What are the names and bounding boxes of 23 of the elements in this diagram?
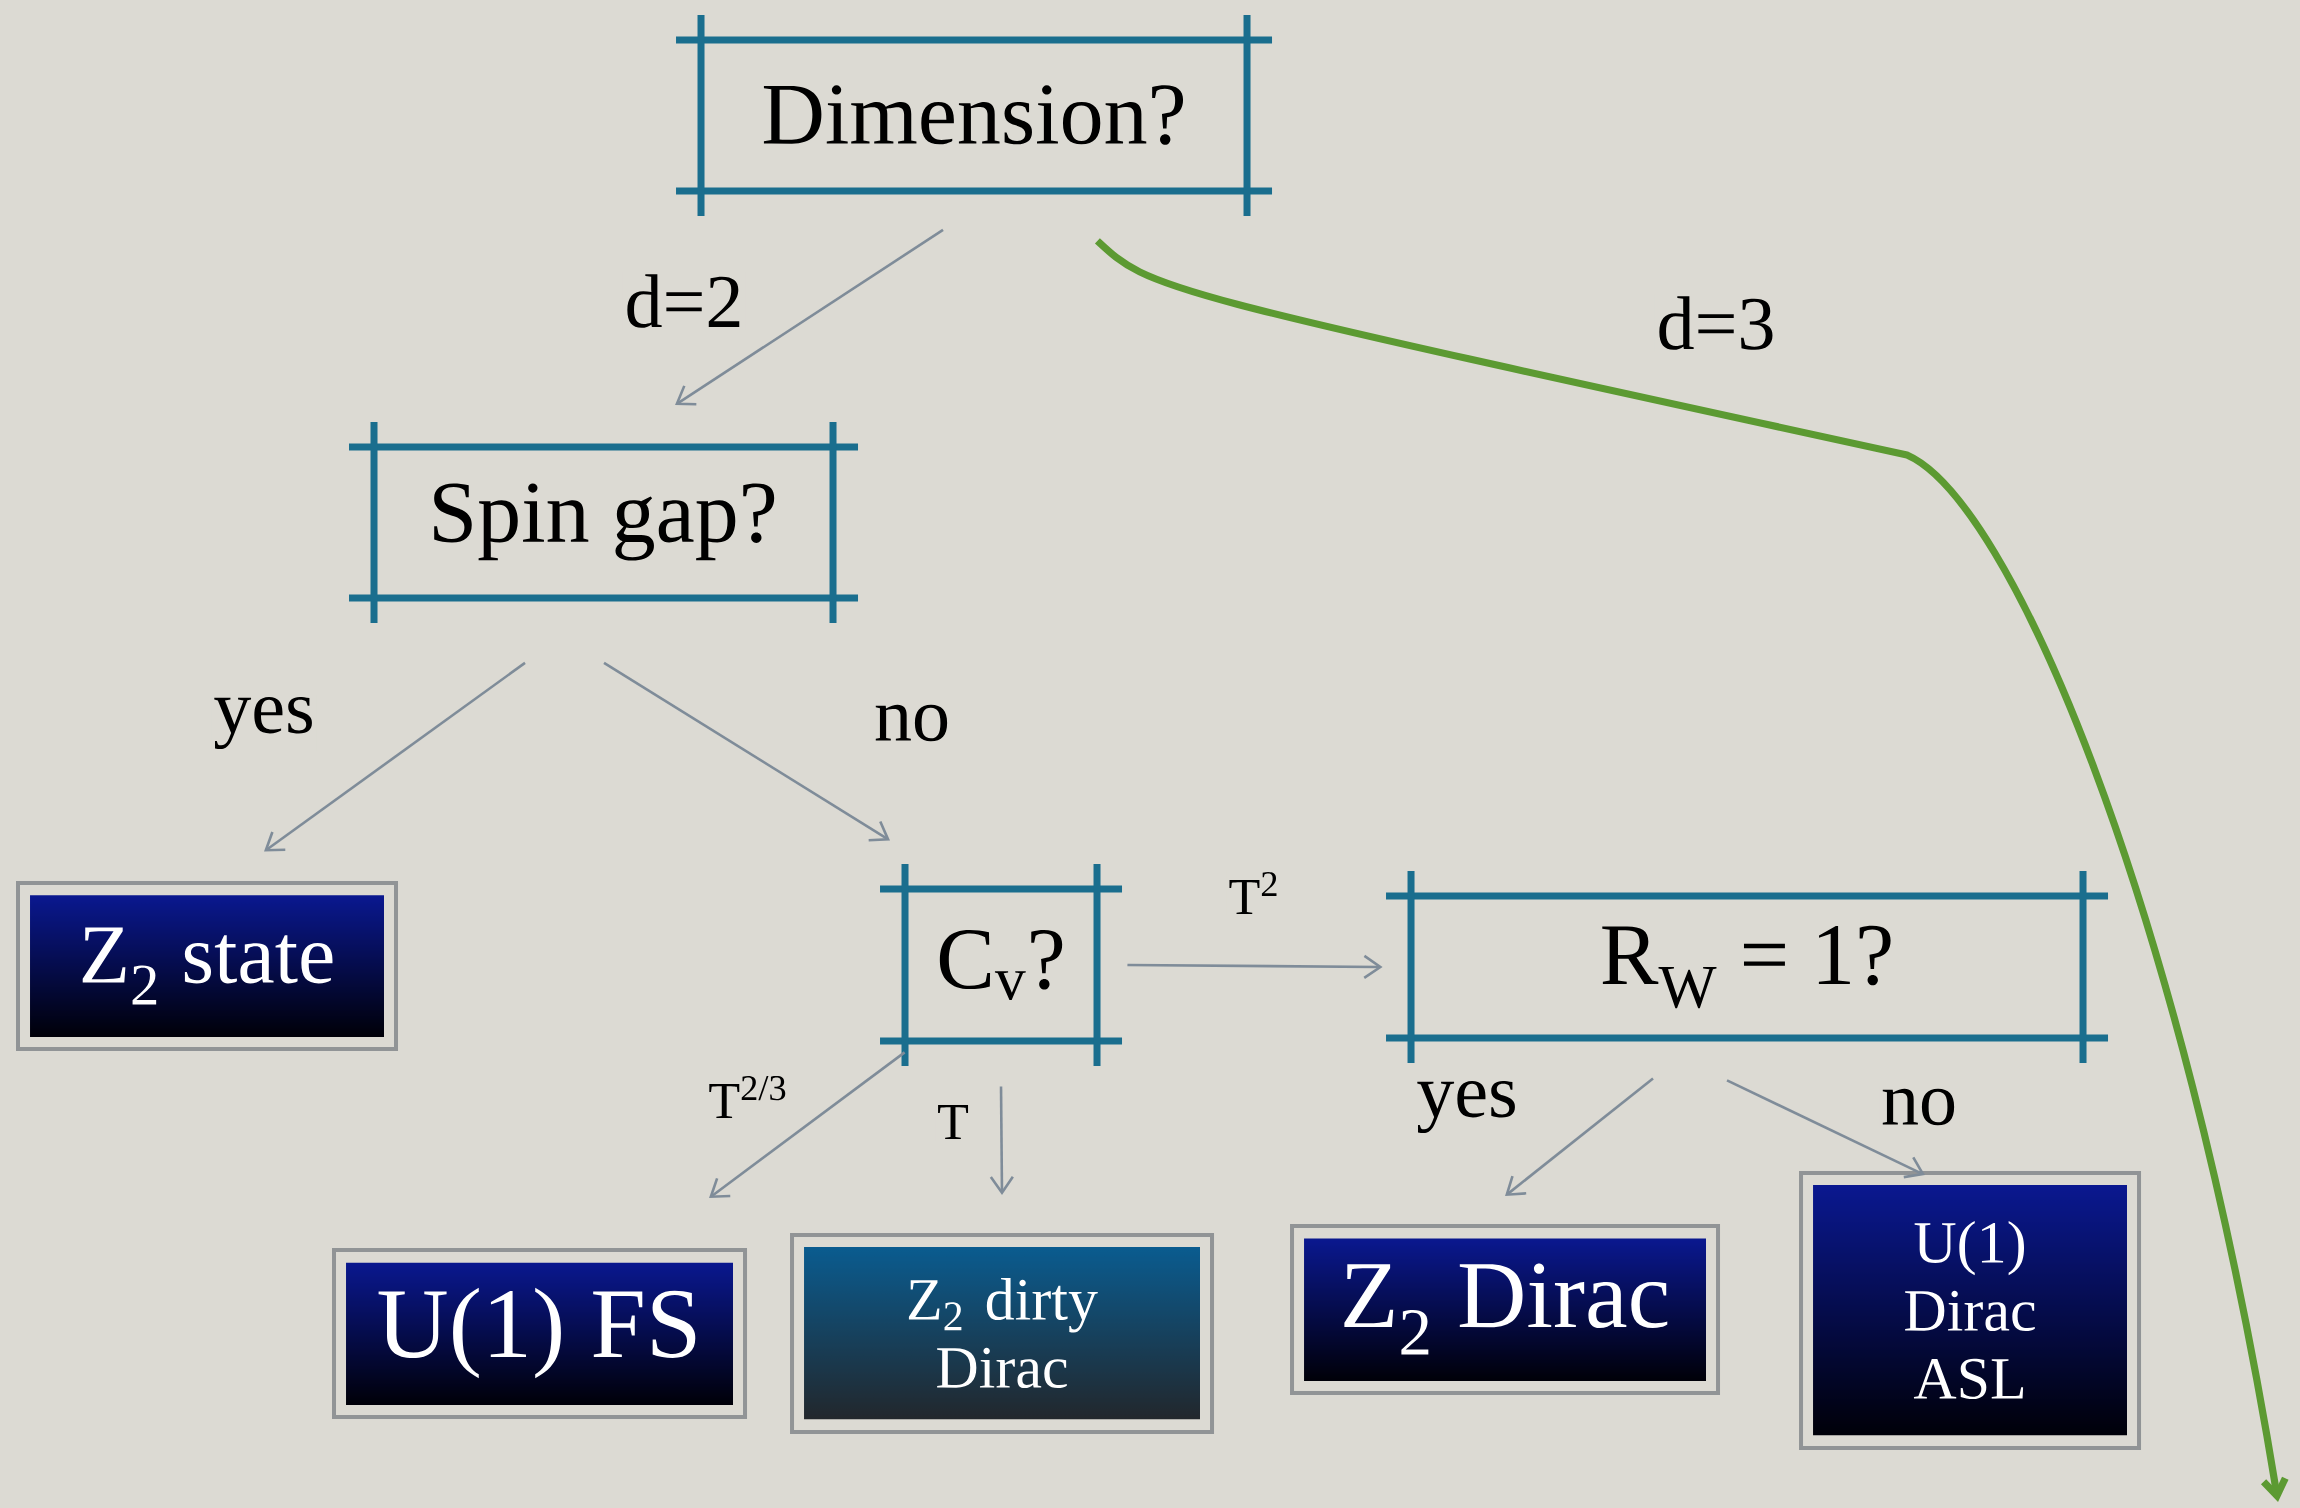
result-box: Z$_{2}$ dirty Dirac xyxy=(790,1233,1214,1434)
arrow xyxy=(1127,954,1383,979)
edge-label: d=2 xyxy=(622,272,746,330)
edge-label: T$^{2}$ xyxy=(1226,869,1282,917)
result-box: U(1) FS xyxy=(332,1248,747,1419)
arrow xyxy=(1095,238,2289,1502)
arrow xyxy=(989,1086,1014,1196)
result-box: Z$_{2}$ Dirac xyxy=(1290,1224,1720,1395)
arrow xyxy=(709,1051,906,1199)
arrow xyxy=(675,228,944,406)
result-box: U(1) Dirac ASL xyxy=(1799,1171,2142,1450)
arrow xyxy=(603,661,890,842)
edge-label: no xyxy=(1879,1086,1959,1128)
edge-label: T xyxy=(935,1102,971,1142)
edge-label: T$^{2/3}$ xyxy=(706,1073,790,1121)
edge-label: yes xyxy=(1414,1078,1520,1136)
result-box: Z$_{2}$ state xyxy=(16,881,398,1051)
arrow xyxy=(1505,1077,1654,1197)
edge-label: no xyxy=(872,702,952,744)
edge-label: d=3 xyxy=(1654,294,1778,352)
arrow xyxy=(1726,1079,1926,1179)
arrow xyxy=(264,661,526,852)
edge-label: yes xyxy=(211,694,317,752)
